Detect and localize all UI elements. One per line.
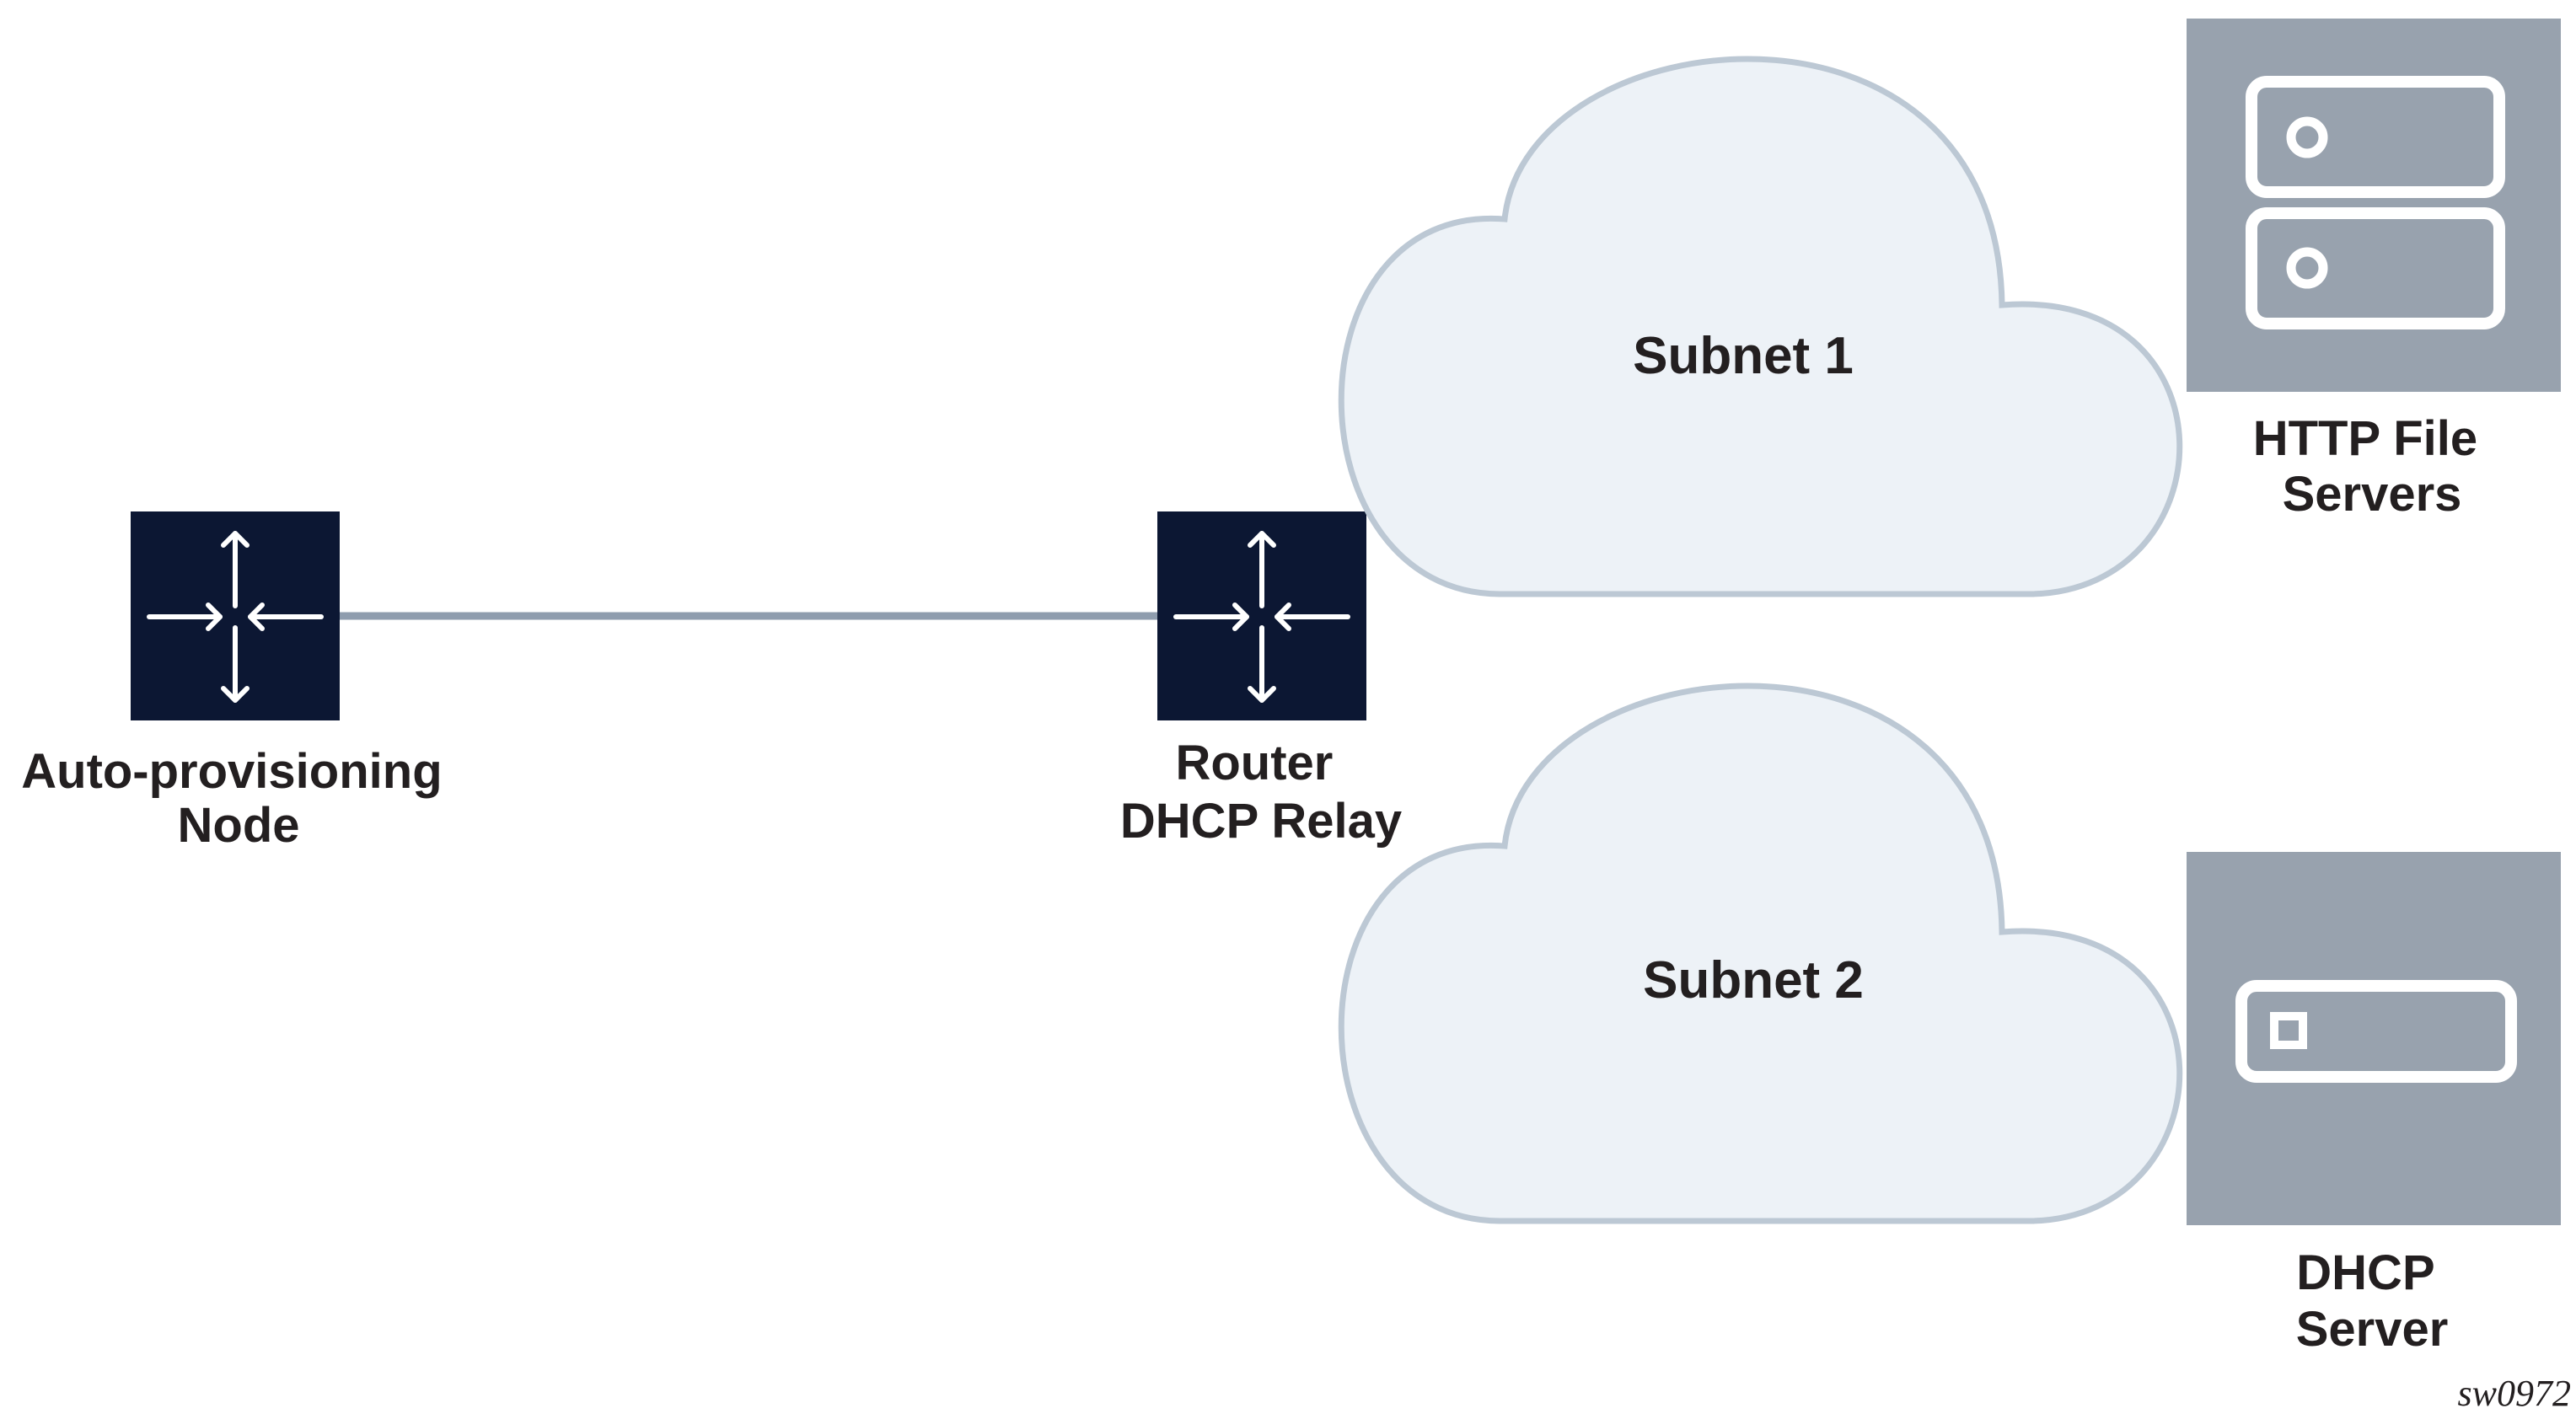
subnet-1-cloud: Subnet 1 [1341,59,2179,594]
dhcp-server-label-line1: DHCP [2296,1245,2434,1300]
auto-node-label-line2: Node [178,798,300,853]
router-label-line2: DHCP Relay [1120,794,1402,849]
http-servers-label-line2: Servers [2283,467,2462,522]
dhcp-server-label-line2: Server [2296,1302,2449,1357]
subnet-1-label: Subnet 1 [1633,327,1854,385]
dhcp-server: DHCP Server [2187,852,2561,1357]
router-icon [131,511,340,720]
http-servers-label-line1: HTTP File [2253,411,2477,466]
http-servers-label: HTTP File Servers [2253,411,2492,522]
auto-provisioning-node: Auto-provisioning Node [21,511,456,853]
router-icon [1157,511,1366,720]
http-file-servers: HTTP File Servers [2187,19,2561,522]
server-unit-icon [2187,852,2561,1225]
auto-node-label: Auto-provisioning Node [21,744,456,853]
server-stack-icon [2187,19,2561,392]
subnet-2-cloud: Subnet 2 [1341,686,2179,1221]
figure-id: sw0972 [2458,1373,2571,1414]
subnet-2-label: Subnet 2 [1643,951,1864,1009]
router-label: Router DHCP Relay [1120,736,1402,849]
auto-node-label-line1: Auto-provisioning [21,744,442,799]
dhcp-server-label: DHCP Server [2296,1245,2449,1357]
router-label-line1: Router [1175,736,1333,790]
router-dhcp-relay-node: Router DHCP Relay [1120,511,1402,849]
